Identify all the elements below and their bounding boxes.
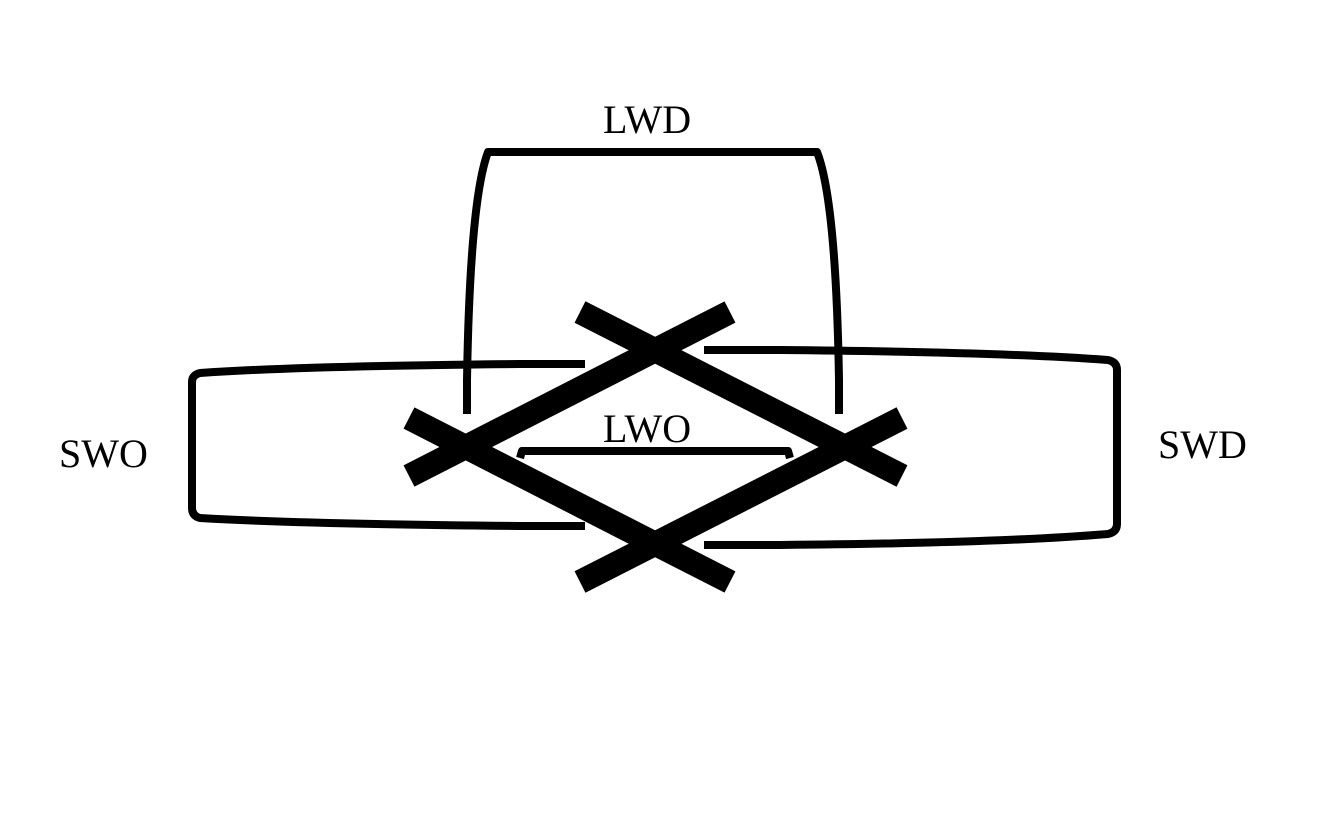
label-swo: SWO: [59, 431, 148, 476]
label-lwo: LWO: [603, 406, 692, 451]
label-swd: SWD: [1158, 422, 1247, 467]
lwd-bracket: [463, 148, 843, 414]
label-lwd: LWD: [603, 97, 692, 142]
cross-stroke-lower-right: [574, 407, 908, 593]
lwo-bracket: [516, 447, 794, 460]
cross-stroke-lower-left: [403, 407, 736, 593]
swd-bracket: [704, 346, 1121, 549]
swo-bracket: [188, 360, 585, 530]
